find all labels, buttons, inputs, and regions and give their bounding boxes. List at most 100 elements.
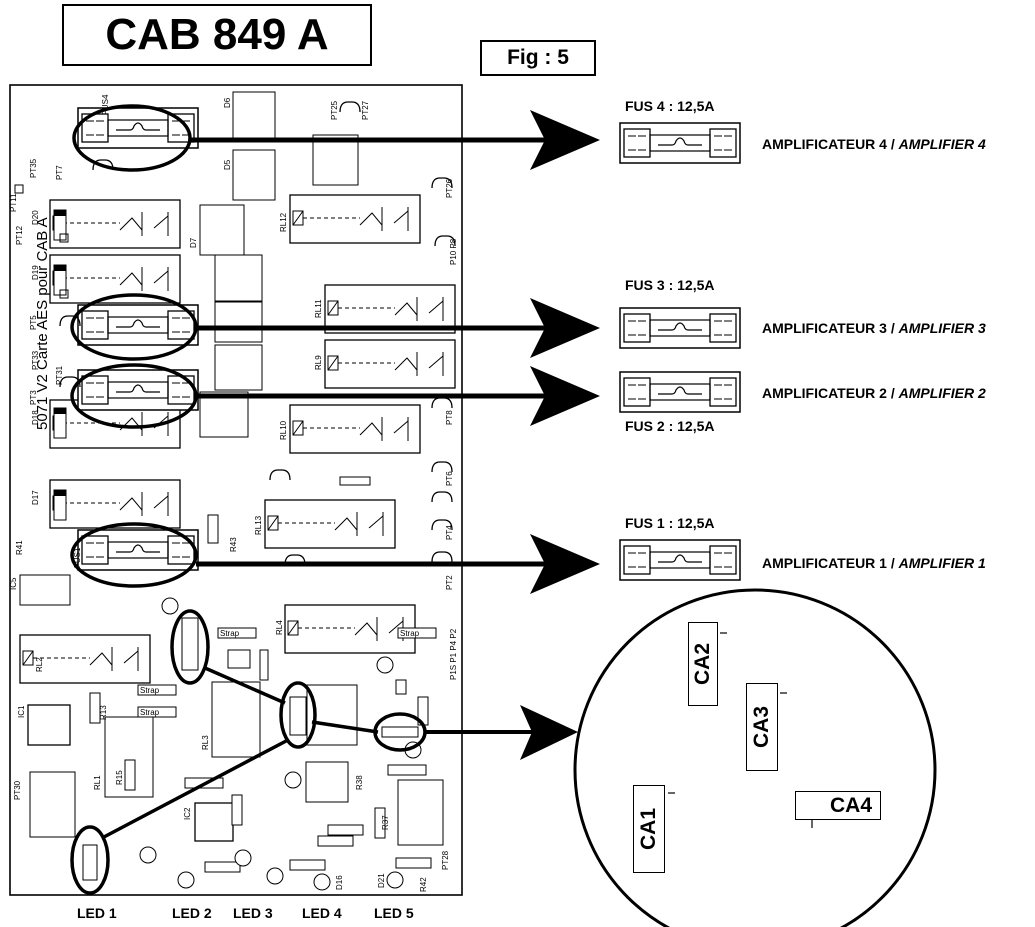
ic5 [19,574,71,606]
d21-led [386,871,404,889]
lbl-pt12: PT12 [15,225,24,245]
lbl-d6: D6 [223,97,232,108]
d13 [259,649,269,681]
lbl-r42: R42 [419,877,428,892]
amp-1-label: AMPLIFICATEUR 1 / AMPLIFIER 1 [762,555,986,571]
external-fuse-2 [619,371,741,413]
lbl-ic1: IC1 [17,705,26,718]
ic4 [305,761,349,803]
r31 [395,679,407,695]
lbl-pt2: PT2 [445,575,454,590]
relay-d20 [49,199,181,249]
link-ca3-ca1 [101,738,289,840]
relay-rl13 [264,499,396,549]
q1 [139,846,157,864]
figure-label-box: Fig : 5 [480,40,596,76]
lbl-r15: R15 [115,770,124,785]
external-fuse-4 [619,122,741,164]
r30 [339,476,371,486]
pt28-pad [397,779,444,846]
lbl-p1sp1: P1S P1 P4 P2 [449,628,458,680]
highlight-ca1 [70,825,110,895]
zoom-ca4: CA4 [795,791,881,820]
lbl-rl9: RL9 [314,355,323,370]
led-d17 [53,489,67,521]
lbl-d19: D19 [31,265,40,280]
lbl-pt6: PT6 [445,471,454,486]
q7 [376,656,394,674]
lbl-r43: R43 [229,537,238,552]
link-ca3-ca4 [311,720,379,734]
amp-4-fr: AMPLIFICATEUR 4 / [762,136,899,152]
lbl-fus4: FUS4 [101,94,110,115]
lbl-d18: D18 [31,410,40,425]
title-box: CAB 849 A [62,4,372,66]
diode-d7 [199,204,245,256]
diode-d3 [312,134,359,186]
lbl-pt11: PT11 [9,193,18,212]
relay-rl4 [284,604,416,654]
q-block [227,649,251,669]
relay-rl10 [289,404,421,454]
ic1 [27,704,71,746]
led-5-label: LED 5 [374,905,414,921]
lbl-strap-1: Strap [220,629,240,638]
diode-d6 [232,91,276,143]
lbl-pt7: PT7 [55,165,64,180]
link-ca2-ca3 [204,666,286,705]
lbl-r13: R13 [99,705,108,720]
amp-4-label: AMPLIFICATEUR 4 / AMPLIFIER 4 [762,136,986,152]
lbl-pt31: PT31 [55,365,64,385]
r37 [374,807,386,839]
lbl-strap-4: Strap [140,708,160,717]
strap-3 [137,684,177,696]
r27 [317,835,354,847]
diode-d2 [214,301,263,343]
highlight-ca3 [279,681,317,749]
board-ca4 [381,726,419,738]
figure-label: Fig : 5 [507,46,569,69]
lbl-pt33: PT33 [31,350,40,370]
ca4-label: CA4 [829,793,872,817]
led-4-label: LED 4 [302,905,342,921]
d16-led [313,873,331,891]
arrow-fuse-4 [190,110,600,170]
lbl-fus1: FUS1 [73,547,82,568]
relay-d17 [49,479,181,529]
lbl-rl13: RL13 [254,515,263,535]
ca1-label: CA1 [637,807,661,851]
lbl-pt28: PT28 [441,850,450,870]
arrow-fuse-2 [196,366,600,426]
zoom-ca1: CA1 [633,785,665,873]
pcb-outline [9,84,463,896]
lbl-pt25: PT25 [330,100,339,120]
lbl-rl2: RL2 [35,657,44,672]
amp-2-label: AMPLIFICATEUR 2 / AMPLIFIER 2 [762,385,986,401]
board-text: 5071 V2 Carte AES pour CAB A [34,217,51,430]
led-3-label: LED 3 [233,905,273,921]
fuse-3-rating: FUS 3 : 12,5A [625,277,715,293]
lbl-pt4: PT4 [445,525,454,540]
ca2-label: CA2 [691,642,715,686]
diode-d8 [199,391,249,438]
relay-rl3 [211,681,261,758]
q4 [234,849,252,867]
diode-d4 [214,344,263,391]
strap-2 [397,627,437,639]
amp-3-label: AMPLIFICATEUR 3 / AMPLIFIER 3 [762,320,986,336]
r17 [204,861,241,873]
pcb-labels: FUS4 FUS1 D6 D5 D7 D20 D19 D18 D17 RL12 … [9,94,458,892]
lbl-d7: D7 [189,237,198,248]
amp-4-en: AMPLIFIER 4 [898,136,986,152]
led-1-label: LED 1 [77,905,117,921]
d12-led [177,871,195,889]
relay-rl9 [324,339,456,389]
amp-3-en: AMPLIFIER 3 [898,320,986,336]
lbl-strap-3: Strap [140,686,160,695]
r14 [231,794,243,826]
fuse-4-rating: FUS 4 : 12,5A [625,98,715,114]
lbl-d16: D16 [335,875,344,890]
pt30-pad [29,771,76,838]
r24 [327,824,364,836]
external-fuse-1 [619,539,741,581]
